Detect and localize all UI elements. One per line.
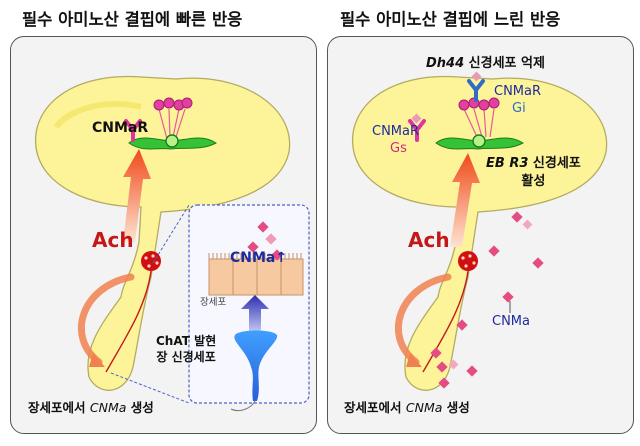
left-cnmar-label: CNMaR [92, 120, 149, 136]
right-panel [327, 36, 634, 434]
enterocyte-cells [208, 253, 304, 296]
neuron-cluster [458, 97, 500, 140]
ellipsoid-body-neurons [435, 134, 524, 150]
ebr3-label: EB R3 신경세포 활성 [486, 156, 581, 189]
right-panel-title: 필수 아미노산 결핍에 느린 반응 [340, 10, 561, 29]
cnmar-receptor-icon [124, 119, 142, 142]
gut-nerve-line [422, 270, 469, 373]
ach-arrow [123, 149, 151, 242]
right-bottom-label: 장세포에서 CNMa 생성 [344, 400, 470, 415]
inset-neuron-label: ChAT 발현 장 신경세포 [156, 334, 217, 365]
ach-vesicle-icon [458, 251, 478, 271]
brain-body-shape [351, 75, 608, 391]
inset-cnma-label: CNMa↑ [230, 250, 288, 266]
right-cnma-label: CNMa [492, 314, 530, 329]
inset-cell-label: 장세포 [200, 297, 227, 308]
ach-arrow [450, 153, 480, 247]
enteric-neuron-icon [234, 330, 278, 401]
right-diagram [351, 71, 608, 391]
cnmar-gs-label: CNMaR Gs [372, 124, 420, 156]
left-ach-label: Ach [92, 228, 134, 252]
left-panel-title: 필수 아미노산 결핍에 빠른 반응 [22, 10, 243, 29]
blue-up-arrow [241, 295, 269, 333]
ellipsoid-body-neurons [128, 134, 217, 150]
circulating-cnma-icons [430, 211, 544, 389]
left-diagram [34, 75, 310, 412]
cnma-peptide-icons [247, 221, 283, 261]
left-bottom-label: 장세포에서 CNMa 생성 [28, 400, 154, 415]
left-panel [10, 36, 317, 434]
brain-body-shape [34, 75, 291, 391]
neuron-cluster [153, 97, 193, 140]
brain-lobe-shading [53, 101, 142, 129]
gut-nerve-line [105, 270, 152, 373]
cnmar-gi-label: CNMaR Gi [494, 84, 542, 116]
ach-vesicle-icon [141, 251, 161, 271]
curved-arrow [394, 273, 452, 366]
dh44-label: Dh44 신경세포 억제 [426, 56, 545, 71]
right-ach-label: Ach [408, 228, 450, 252]
curved-arrow [77, 273, 135, 366]
